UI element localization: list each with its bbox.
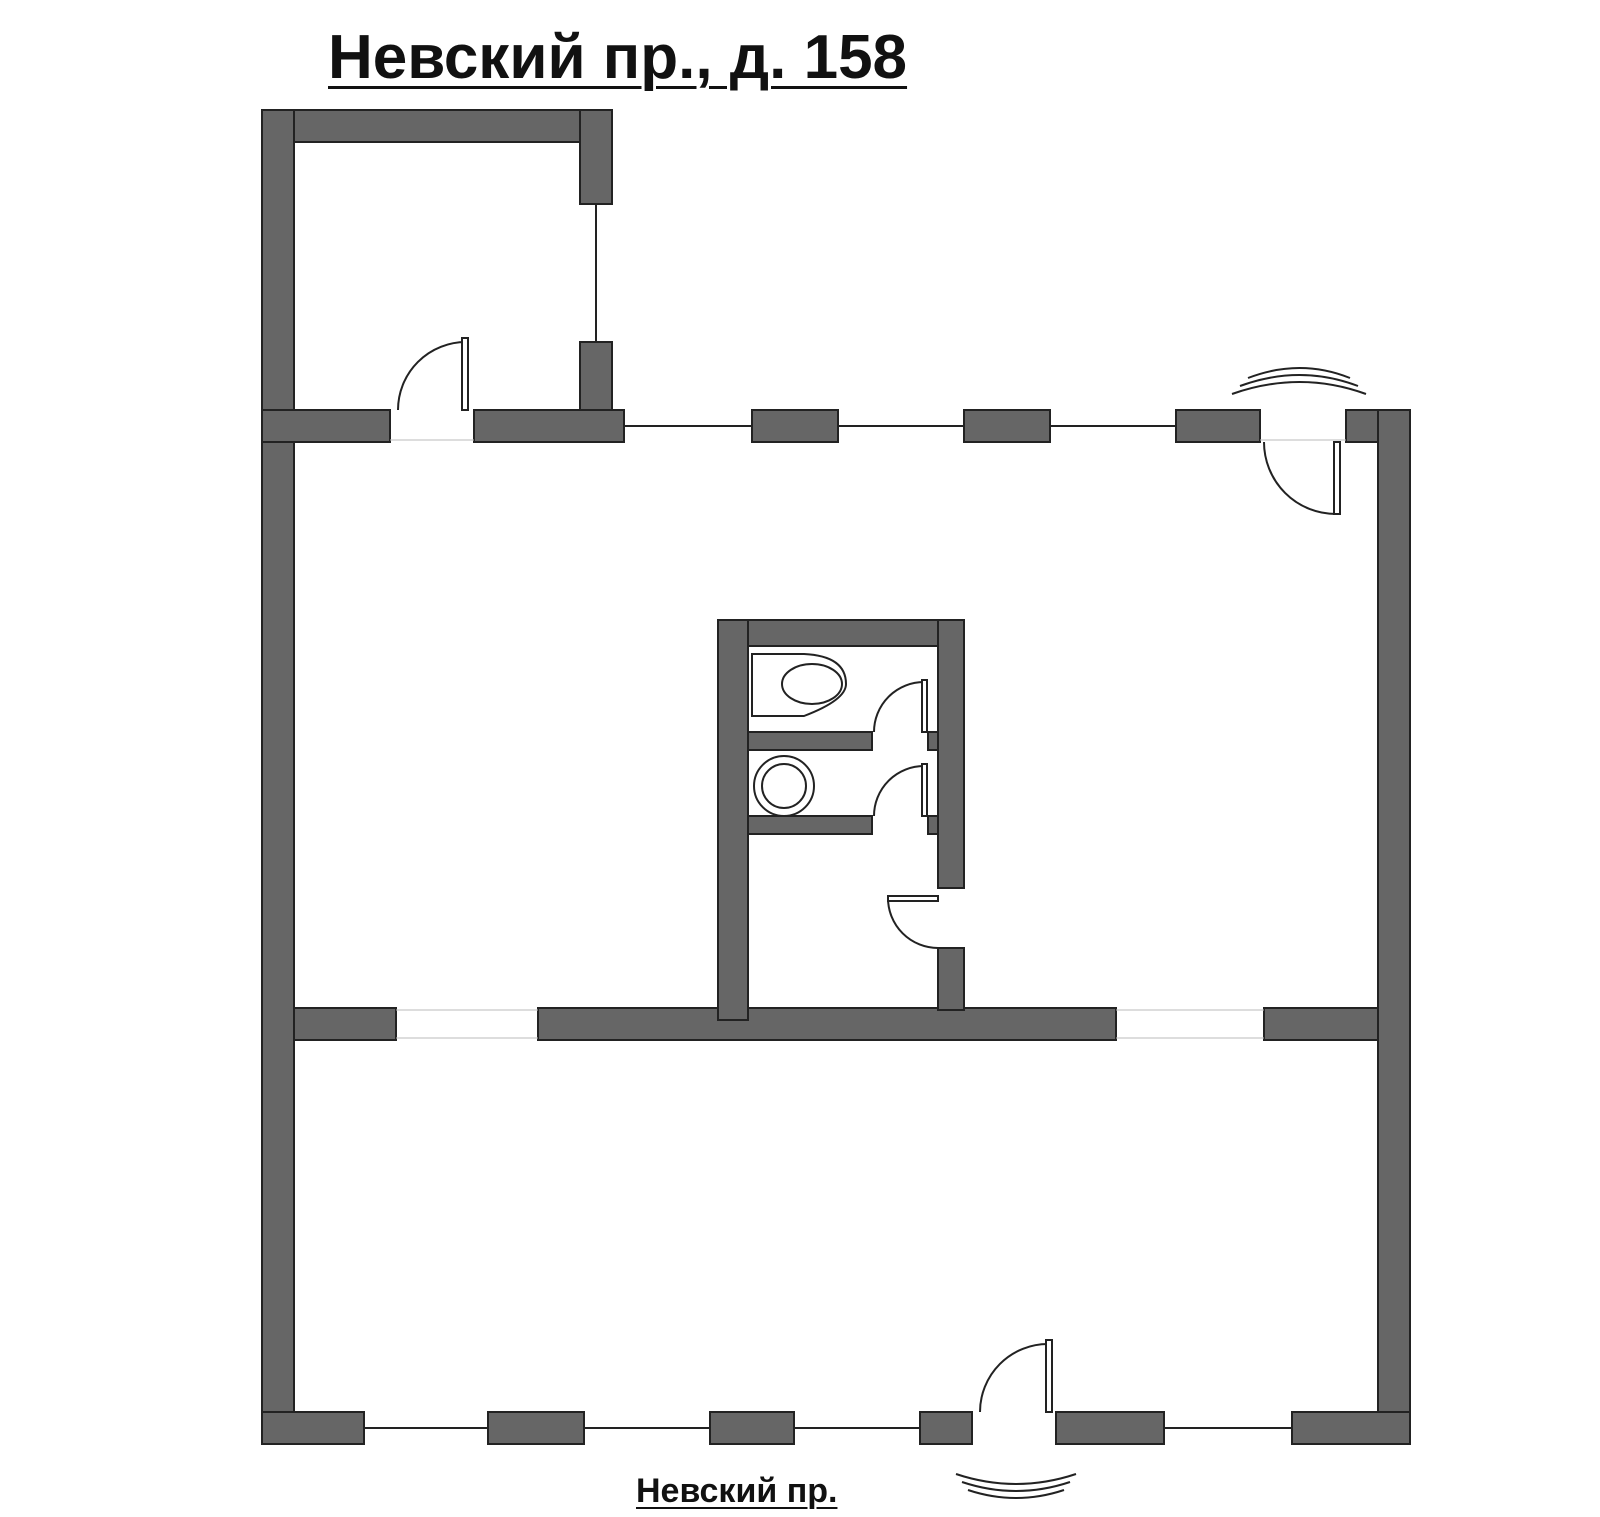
bathroom-left-wall (717, 619, 749, 1021)
door-bathroom-entry-leaf (887, 895, 939, 902)
upper-wall-pier-1 (751, 409, 839, 443)
middle-wall-seg-2 (537, 1007, 1117, 1041)
entrance-marks-top (1231, 367, 1367, 395)
door-stall-2 (873, 765, 925, 817)
bathroom-partition-2-stub (927, 815, 939, 835)
bathroom-top-wall (717, 619, 965, 647)
sink-basin (761, 763, 807, 809)
door-annex (397, 341, 467, 411)
annex-top-wall (261, 109, 613, 143)
bathroom-right-wall-lower (937, 947, 965, 1011)
street-label: Невский пр. (636, 1472, 838, 1510)
annex-left-wall (261, 109, 295, 1445)
windows (364, 204, 1292, 1429)
bottom-wall-pier-2 (709, 1411, 795, 1445)
bottom-wall-seg-1 (261, 1411, 365, 1445)
bathroom-partition-2 (747, 815, 873, 835)
middle-wall-seg-1 (293, 1007, 397, 1041)
annex-right-wall-lower (579, 341, 613, 413)
door-stall-1 (873, 681, 925, 733)
bathroom-partition-1-stub (927, 731, 939, 751)
right-outer-wall (1377, 409, 1411, 1445)
walls (261, 109, 1411, 1445)
doors (397, 337, 1367, 1499)
door-stall-1-leaf (921, 679, 928, 733)
upper-wall-seg-2 (473, 409, 625, 443)
door-upper-right (1263, 441, 1337, 515)
bottom-wall-seg-3 (1055, 1411, 1165, 1445)
upper-wall-seg-3 (1175, 409, 1261, 443)
door-bathroom-entry (887, 897, 939, 949)
bathroom-partition-1 (747, 731, 873, 751)
upper-wall-pier-2 (963, 409, 1051, 443)
door-annex-leaf (461, 337, 469, 411)
door-bottom-entrance (979, 1343, 1049, 1413)
fixtures (751, 653, 848, 817)
window-glass-edges (390, 439, 1346, 1039)
bottom-wall-seg-4 (1291, 1411, 1411, 1445)
upper-wall-seg-1 (261, 409, 391, 443)
annex-right-wall-upper (579, 109, 613, 205)
entrance-marks-bottom (955, 1473, 1077, 1499)
door-upper-right-leaf (1333, 441, 1341, 515)
bathroom-right-wall-upper (937, 619, 965, 889)
door-stall-2-leaf (921, 763, 928, 817)
plan-title: Невский пр., д. 158 (328, 23, 908, 92)
toilet-bowl (781, 663, 843, 705)
bottom-wall-pier-1 (487, 1411, 585, 1445)
bottom-wall-seg-2 (919, 1411, 973, 1445)
middle-wall-seg-3 (1263, 1007, 1379, 1041)
door-bottom-entrance-leaf (1045, 1339, 1053, 1413)
